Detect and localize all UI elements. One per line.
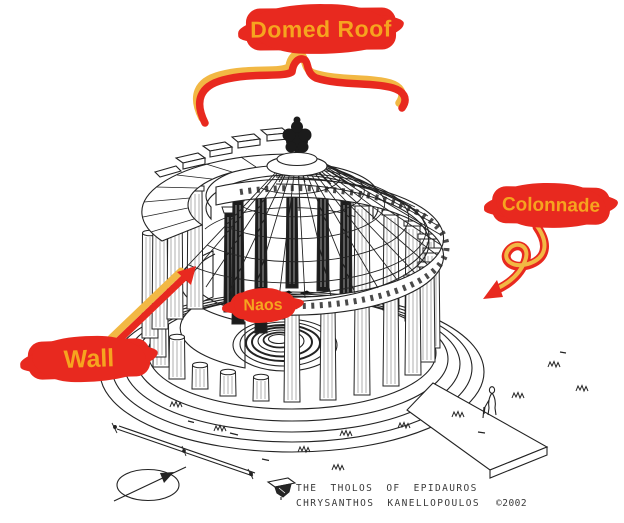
human-figure bbox=[482, 386, 497, 419]
capital-detail-icon bbox=[266, 477, 297, 500]
ground-vegetation bbox=[169, 351, 589, 471]
label-wall-text: Wall bbox=[63, 343, 115, 374]
entrance-ramp bbox=[406, 382, 549, 479]
label-wall: Wall bbox=[27, 337, 151, 381]
label-colonnade: Colonnade bbox=[491, 185, 611, 226]
north-arrow-icon bbox=[113, 466, 187, 502]
label-colonnade-text: Colonnade bbox=[501, 193, 601, 217]
ceiling-coffer-ring bbox=[141, 127, 290, 242]
apex-finial bbox=[266, 116, 328, 177]
caption-credit: CHRYSANTHOS KANELLOPOULOS bbox=[296, 497, 480, 509]
caption-copyright: ©2002 bbox=[496, 497, 528, 509]
label-domed-roof: Domed Roof bbox=[245, 7, 397, 51]
caption-title: THE THOLOS OF EPIDAUROS bbox=[296, 483, 478, 494]
caption: THE THOLOS OF EPIDAUROS CHRYSANTHOS KANE… bbox=[296, 482, 527, 511]
label-naos-text: Naos bbox=[243, 296, 283, 314]
label-naos: Naos bbox=[229, 291, 297, 320]
roof-eaves bbox=[275, 176, 430, 303]
label-domed-roof-text: Domed Roof bbox=[250, 14, 392, 43]
scale-bar bbox=[111, 422, 256, 480]
